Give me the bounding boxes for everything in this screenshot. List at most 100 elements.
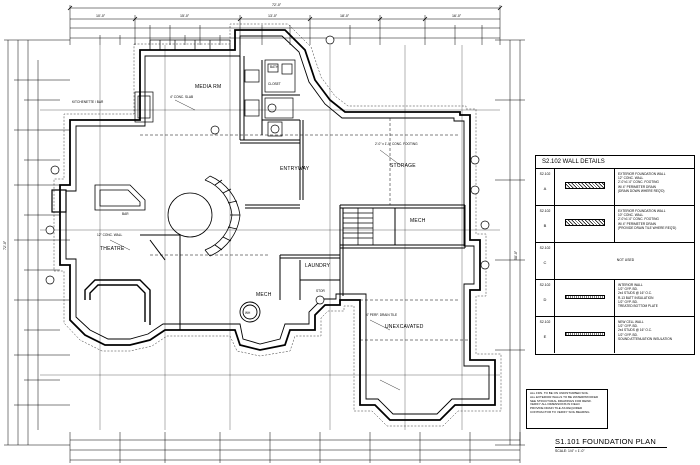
legend-note-line: 10" CONC. WALL [618, 213, 644, 218]
legend-ref-text: S2.102 [539, 209, 551, 213]
footing-line [53, 23, 502, 427]
sheet-title: S1.101 FOUNDATION PLAN [555, 437, 656, 446]
general-note-line: CONTRACTOR TO VERIFY SOIL BEARING [530, 409, 590, 414]
wall-hatch-swatch [565, 219, 605, 226]
legend-title: S2.102 WALL DETAILS [542, 159, 605, 165]
dim-top-seg-4: 18'-0" [340, 14, 350, 18]
right-dimension-strings [495, 39, 525, 446]
legend-note-line: (PROVIDE DRAIN TILE WHERE REQ'D) [618, 225, 677, 230]
wall-hatch-swatch [565, 182, 605, 189]
room-label-media: MEDIA RM [195, 84, 221, 90]
legend-detail [555, 169, 615, 205]
legend-letter: D [543, 297, 547, 302]
general-note-line: VERIFY ALL DIMENSIONS IN FIELD [530, 402, 580, 407]
legend-note-line: W/ 4" PERIMETER DRAIN [618, 184, 656, 189]
room-label-laundry: LAUNDRY [305, 263, 331, 269]
room-label-entryway: ENTRYWAY [280, 166, 310, 172]
legend-note-line: W/ 4" PERIMETER DRAIN [618, 221, 656, 226]
legend-note-line: 1/2" GYP. BD. [618, 287, 638, 292]
legend-ref-text: S2.102 [539, 246, 551, 250]
room-label-theatre: THEATRE [100, 246, 125, 252]
legend-note-line: INTERIOR WALL [618, 283, 643, 287]
dim-top-seg-2: 15'-0" [180, 14, 190, 18]
exterior-foundation-wall-inner [65, 35, 490, 415]
legend-note-line: 2x4 STUDS @ 16" O.C. [618, 328, 652, 333]
room-label-unexcavated: UNEXCAVATED [385, 324, 424, 330]
legend-note-line: 1/2" GYP. BD. [618, 299, 638, 304]
wall-hatch-swatch [565, 295, 605, 299]
legend-letter: C [543, 260, 547, 265]
room-label-storage: STORAGE [390, 163, 416, 169]
legend-note-line: TREATED BOTTOM PLATE [618, 304, 658, 309]
dim-top-seg-1: 10'-0" [96, 14, 106, 18]
room-label-bath: BATH [270, 65, 279, 69]
legend-note-line: NEW CELL WALL [618, 320, 644, 324]
general-note-line: SEE STRUCTURAL DRAWINGS FOR REINF. [530, 398, 592, 403]
top-dimension-ticks [67, 5, 503, 22]
dim-top-seg-3: 13'-0" [268, 14, 278, 18]
room-label-bar: BAR [122, 212, 129, 216]
legend-detail [555, 206, 615, 242]
room-label-closet: CLOSET [268, 82, 281, 86]
legend-note-line: SOUND ATTENUATION INSULATION [618, 336, 673, 341]
general-note-line: PROVIDE DRAIN TILE AS REQUIRED [530, 406, 583, 411]
note-drain: 4" PERF. DRAIN TILE [366, 313, 397, 317]
title-block: S1.101 FOUNDATION PLAN SCALE: 1/4" = 1'-… [555, 437, 675, 457]
legend-note-line: 1/2" GYP. BD. [618, 324, 638, 329]
legend-note-line: 12" CONC. WALL [618, 176, 644, 181]
legend-ref-text: S2.102 [539, 283, 551, 287]
left-bay-wall [84, 279, 151, 325]
room-label-kitchenette: KITCHENETTE / BAR [72, 100, 104, 104]
straight-stair [342, 207, 374, 246]
legend-note-line: (DRAIN DOWN WHERE REQ'D) [618, 188, 665, 193]
legend-note-line: EXTERIOR FOUNDATION WALL [618, 209, 666, 213]
legend-ref-text: S2.102 [539, 320, 551, 324]
legend-note-line: 1/2" GYP. BD. [618, 332, 638, 337]
left-bump [51, 189, 67, 213]
section-markers [45, 35, 490, 305]
hearth [94, 184, 146, 211]
note-slab: 4" CONC. SLAB [170, 95, 193, 99]
note-wall: 12" CONC. WALL [97, 233, 123, 237]
legend-note-line: R-13 BATT INSULATION [618, 295, 654, 300]
round-well [239, 301, 261, 323]
legend-note-line: 2'-0"x1'-0" CONC. FOOTING [618, 180, 659, 185]
legend-detail [555, 317, 615, 353]
legend-letter: B [543, 223, 547, 228]
title-underline [555, 447, 667, 448]
room-label-stor: STOR [316, 289, 325, 293]
legend-center-note: NOT USED [616, 258, 635, 262]
room-label-mech: MECH [410, 218, 426, 224]
legend-note-line: 2'-0"x1'-0" CONC. FOOTING [618, 217, 659, 222]
dim-left-overall: 72'-0" [3, 240, 7, 250]
dim-right-overall: 58'-0" [514, 250, 518, 260]
dim-top-overall: 72'-0" [272, 3, 282, 7]
sheet-scale: SCALE: 1/4" = 1'-0" [555, 449, 585, 453]
top-dimension-strings [69, 5, 501, 45]
legend-letter: A [543, 186, 547, 191]
legend-note-line: 2x4 STUDS @ 16" O.C. [618, 291, 652, 296]
legend-ref-text: S2.102 [539, 172, 551, 176]
bath-cluster [244, 59, 296, 137]
legend-detail [555, 280, 615, 316]
wall-hatch-swatch [565, 332, 605, 336]
leaders [109, 99, 401, 391]
spiral-stair [167, 175, 241, 257]
beams [140, 118, 470, 341]
